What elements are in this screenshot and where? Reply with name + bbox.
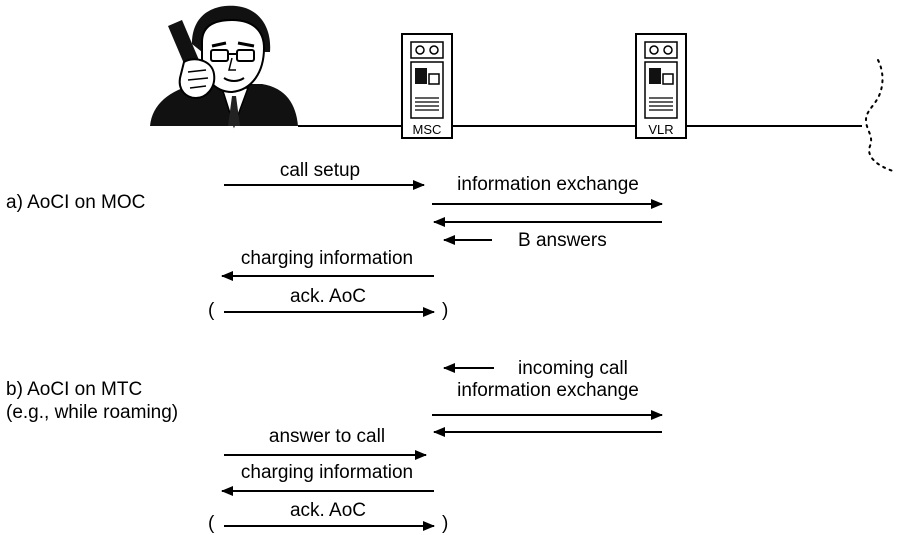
paren-open-a: ( bbox=[208, 300, 215, 321]
b-answers-label: B answers bbox=[518, 230, 607, 251]
paren-open-b: ( bbox=[208, 513, 215, 534]
vlr-label: VLR bbox=[648, 122, 673, 137]
info-exchange-label-b: information exchange bbox=[457, 380, 639, 401]
msc-label: MSC bbox=[413, 122, 442, 137]
vlr-switch-icon: VLR bbox=[635, 33, 687, 139]
network-cloud-icon bbox=[864, 59, 897, 173]
charging-info-label-a: charging information bbox=[241, 248, 413, 269]
msc-switch-icon: MSC bbox=[401, 33, 453, 139]
call-setup-label: call setup bbox=[280, 160, 360, 181]
ack-aoc-label-a: ack. AoC bbox=[290, 286, 366, 307]
incoming-call-label: incoming call bbox=[518, 358, 628, 379]
scenario-b-title-line2: (e.g., while roaming) bbox=[6, 402, 178, 423]
paren-close-a: ) bbox=[442, 300, 448, 321]
ack-aoc-label-b: ack. AoC bbox=[290, 500, 366, 521]
person-on-phone-icon bbox=[150, 5, 298, 129]
answer-to-call-label: answer to call bbox=[269, 426, 385, 447]
paren-close-b: ) bbox=[442, 513, 448, 534]
info-exchange-label-a: information exchange bbox=[457, 174, 639, 195]
charging-info-label-b: charging information bbox=[241, 462, 413, 483]
scenario-b-title-line1: b) AoCI on MTC bbox=[6, 379, 142, 400]
scenario-a-title: a) AoCI on MOC bbox=[6, 192, 145, 213]
